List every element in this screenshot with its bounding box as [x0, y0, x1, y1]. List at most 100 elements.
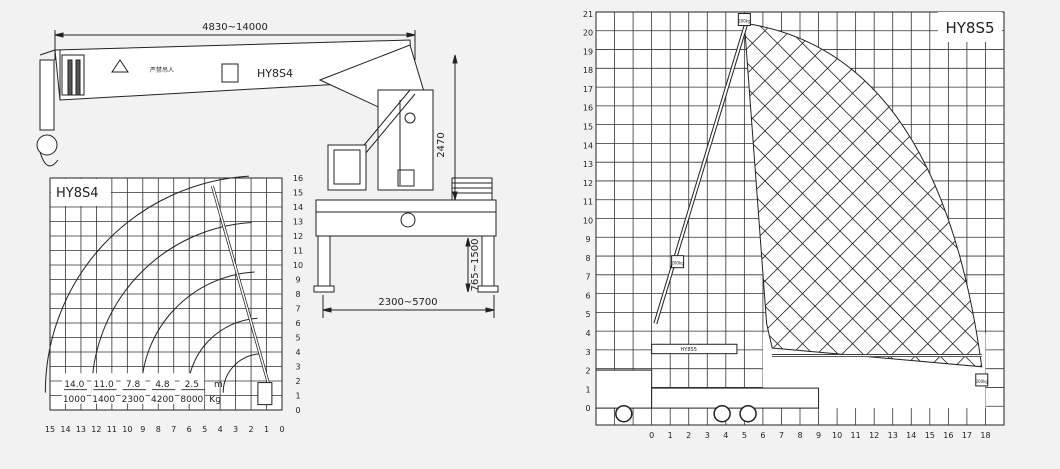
warning-triangle-icon — [111, 59, 129, 73]
truck-wheel — [739, 404, 757, 423]
warning-text: 严禁吊人 — [150, 67, 174, 74]
right-x-tick-label: 15 — [925, 431, 935, 440]
height-dim-label: 2470 — [436, 132, 447, 157]
right-y-tick-label: 0 — [585, 404, 590, 413]
left-x-tick-label: 5 — [202, 425, 207, 434]
vertical-boom-inner — [654, 22, 748, 324]
left-y-tick-label: 11 — [293, 247, 303, 256]
left-y-tick-label: 8 — [295, 290, 300, 299]
right-x-tick-label: 2 — [686, 431, 691, 440]
left-crane-base — [257, 382, 273, 406]
right-y-tick-label: 10 — [583, 216, 593, 225]
left-y-tick-label: 7 — [295, 305, 300, 314]
truck-cab — [595, 369, 653, 409]
truck-bed — [651, 387, 820, 409]
right-x-tick-label: 17 — [962, 431, 972, 440]
right-y-tick-label: 6 — [585, 291, 590, 300]
left-x-tick-label: 2 — [249, 425, 254, 434]
right-y-tick-label: 19 — [583, 47, 593, 56]
right-x-tick-label: 9 — [816, 431, 821, 440]
left-y-tick-label: 2 — [295, 377, 300, 386]
right-x-tick-label: 10 — [832, 431, 842, 440]
left-y-tick-label: 6 — [295, 319, 300, 328]
hatch-line-b — [744, 23, 982, 367]
work-basket — [975, 373, 989, 387]
reach-dim-label: 4830~14000 — [202, 22, 268, 33]
right-y-tick-label: 12 — [583, 179, 593, 188]
basket-label: 200kg — [738, 19, 751, 24]
boom-model-text: HY8S4 — [257, 67, 293, 80]
load-table-radius: 14.0 — [64, 380, 84, 390]
unit-kg-label: Kg — [209, 395, 221, 405]
right-y-tick-label: 16 — [583, 104, 593, 113]
left-x-tick-label: 11 — [107, 425, 117, 434]
right-chart-title-box — [938, 12, 1002, 42]
left-y-tick-label: 3 — [295, 363, 300, 372]
hatch-line-b — [0, 12, 8, 425]
right-x-tick-label: 8 — [797, 431, 802, 440]
load-table-radius: 7.8 — [126, 380, 141, 390]
left-x-tick-label: 1 — [264, 425, 269, 434]
right-y-tick-label: 11 — [583, 198, 593, 207]
outrigger-height-dim-label: 765~1500 — [470, 239, 481, 292]
load-radius-arc — [44, 175, 249, 393]
load-radius-arc — [91, 221, 252, 393]
right-y-tick-label: 20 — [583, 29, 593, 38]
left-y-tick-label: 14 — [293, 203, 303, 212]
right-y-tick-label: 2 — [585, 367, 590, 376]
right-working-range-chart: 200kg200kg200kgHY8S501234567891011121314… — [0, 0, 1060, 440]
right-y-tick-label: 14 — [583, 141, 593, 150]
left-chart-title: HY8S4 — [56, 186, 99, 201]
right-chart-title: HY8S5 — [945, 19, 994, 37]
right-x-tick-label: 3 — [705, 431, 710, 440]
load-table-load: 8000 — [180, 395, 203, 405]
crane-base — [315, 199, 497, 237]
load-table-cell-bg — [61, 373, 87, 404]
hatch-line-a — [1047, 12, 1060, 425]
left-x-tick-label: 10 — [122, 425, 132, 434]
right-y-tick-label: 3 — [585, 348, 590, 357]
hatch-line-a — [0, 12, 33, 425]
hatch-line-b — [744, 23, 982, 367]
left-x-tick-label: 15 — [45, 425, 55, 434]
unit-m-label: m — [214, 380, 223, 390]
left-y-tick-label: 10 — [293, 261, 303, 270]
hook-icon — [36, 134, 58, 156]
truck-boom-text: HY8S5 — [681, 347, 697, 353]
load-table-radius: 4.8 — [155, 380, 170, 390]
right-y-tick-label: 17 — [583, 85, 593, 94]
hatch-line-b — [1047, 12, 1060, 425]
right-x-tick-label: 0 — [649, 431, 654, 440]
right-x-tick-label: 4 — [723, 431, 728, 440]
basket-label: 200kg — [671, 261, 684, 266]
right-y-tick-label: 9 — [585, 235, 590, 244]
left-y-tick-label: 1 — [295, 392, 300, 401]
right-x-tick-label: 5 — [742, 431, 747, 440]
work-basket — [737, 13, 751, 27]
load-table-radius: 11.0 — [94, 380, 114, 390]
work-basket — [671, 255, 685, 269]
left-y-tick-label: 13 — [293, 218, 303, 227]
right-x-tick-label: 12 — [869, 431, 879, 440]
hatch-line-a — [997, 12, 1060, 425]
right-x-tick-label: 7 — [779, 431, 784, 440]
left-load-chart: 14.0100011.014007.823004.842002.58000mKg… — [44, 174, 303, 434]
load-table-cell-bg — [91, 373, 117, 404]
truck-crane-boom — [651, 343, 738, 355]
right-y-tick-label: 18 — [583, 66, 593, 75]
hatch-line-b — [1022, 12, 1060, 425]
left-x-tick-label: 4 — [218, 425, 223, 434]
hatch-line-b — [744, 23, 982, 367]
hatch-line-a — [1022, 12, 1060, 425]
right-x-tick-label: 16 — [943, 431, 953, 440]
crane-side-view — [36, 30, 499, 318]
left-y-tick-label: 4 — [295, 348, 300, 357]
hatch-line-b — [997, 12, 1060, 425]
working-envelope — [743, 22, 983, 368]
left-x-tick-label: 12 — [91, 425, 101, 434]
right-y-tick-label: 8 — [585, 254, 590, 263]
right-x-tick-label: 18 — [980, 431, 990, 440]
right-y-tick-label: 15 — [583, 123, 593, 132]
right-x-tick-label: 1 — [668, 431, 673, 440]
